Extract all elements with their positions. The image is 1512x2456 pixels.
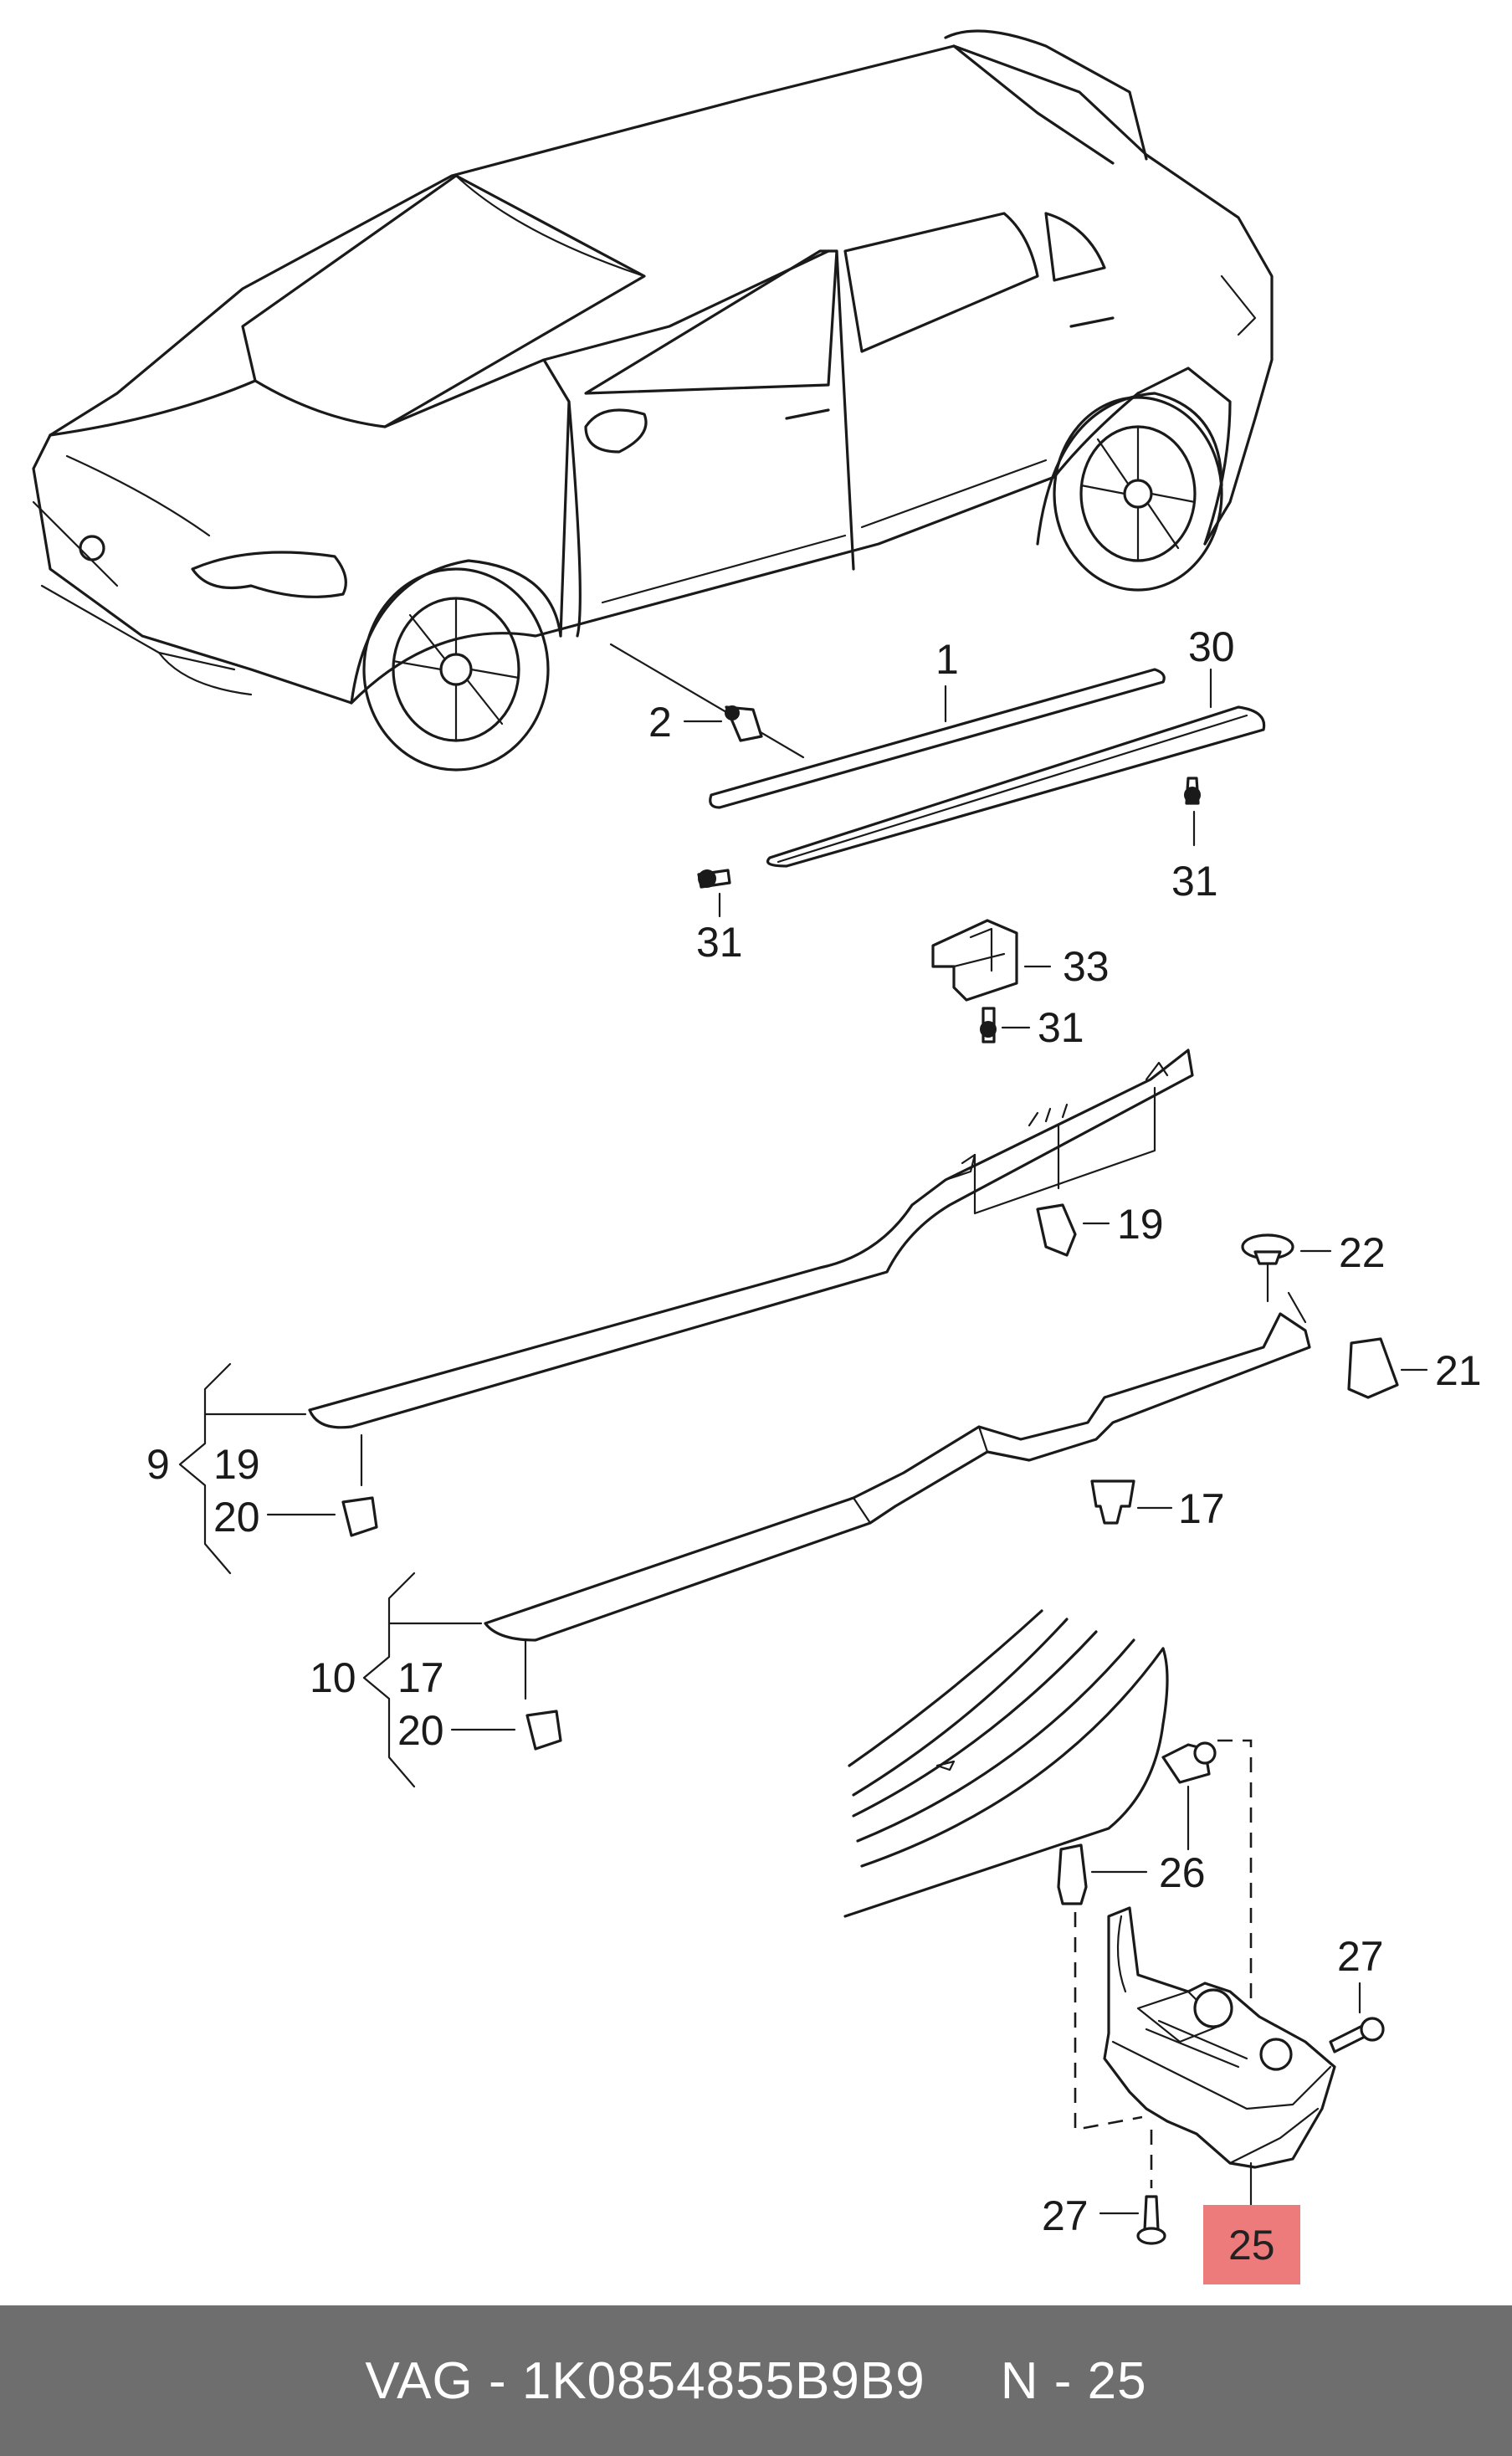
label-1: 1	[935, 636, 959, 683]
label-27-a: 27	[1337, 1933, 1384, 1980]
part-9-sill-cover	[308, 1049, 1194, 1429]
part-20-clip-a	[341, 1496, 378, 1537]
label-10: 10	[310, 1654, 356, 1701]
part-25-hinge-bracket	[1103, 1906, 1336, 2169]
part-27-screw-lower	[1136, 2195, 1166, 2245]
label-19-a: 19	[1117, 1201, 1164, 1248]
label-31-b: 31	[1171, 858, 1218, 905]
part-31-screw-small	[980, 1007, 997, 1043]
label-33: 33	[1063, 943, 1110, 990]
footer-page-ref: N - 25	[1000, 2351, 1147, 2410]
label-20-a: 20	[213, 1494, 260, 1541]
label-31-c: 31	[1038, 1004, 1084, 1051]
label-30: 30	[1188, 623, 1235, 670]
part-31-screw-right	[1184, 777, 1201, 805]
label-20-b: 20	[397, 1707, 444, 1754]
rear-wheel	[1036, 392, 1223, 592]
part-26-clip	[1057, 1843, 1088, 1905]
label-21: 21	[1435, 1347, 1482, 1394]
part-20-clip-b	[525, 1710, 562, 1751]
car-illustration	[32, 29, 1274, 772]
label-17-a: 17	[1178, 1485, 1225, 1532]
part-clip-upper	[1161, 1741, 1217, 1784]
footer-bar: VAG - 1K0854855B9B9 N - 25	[0, 2305, 1512, 2456]
part-10-sill-cover	[484, 1312, 1311, 1642]
part-31-screw-left	[697, 869, 731, 889]
part-19-clip	[1036, 1203, 1077, 1257]
label-17-b: 17	[397, 1654, 444, 1701]
label-22: 22	[1339, 1229, 1386, 1276]
part-1-sill-trim	[709, 668, 1166, 809]
label-9: 9	[146, 1441, 170, 1488]
parts-diagram: 1 30 2 31 31 33 31 19	[32, 29, 1482, 2284]
label-31-a: 31	[696, 919, 743, 966]
door-frame-detail	[843, 1609, 1169, 1918]
part-21-clip	[1347, 1337, 1399, 1399]
label-25-highlight	[1203, 2205, 1300, 2284]
label-25: 25	[1228, 2222, 1275, 2269]
label-26: 26	[1159, 1849, 1206, 1896]
label-19-b: 19	[213, 1441, 260, 1488]
part-30-sill-trim	[766, 705, 1266, 868]
front-wheel	[350, 559, 562, 772]
footer-part-number: VAG - 1K0854855B9B9	[365, 2351, 925, 2410]
label-2: 2	[648, 699, 672, 746]
part-17-clip-a	[1090, 1479, 1135, 1525]
part-2-clip	[725, 705, 763, 742]
part-33-bracket	[931, 919, 1018, 1002]
part-27-screw-upper	[1329, 2017, 1385, 2054]
label-27-b: 27	[1042, 2192, 1089, 2239]
part-22-button	[1241, 1233, 1294, 1265]
